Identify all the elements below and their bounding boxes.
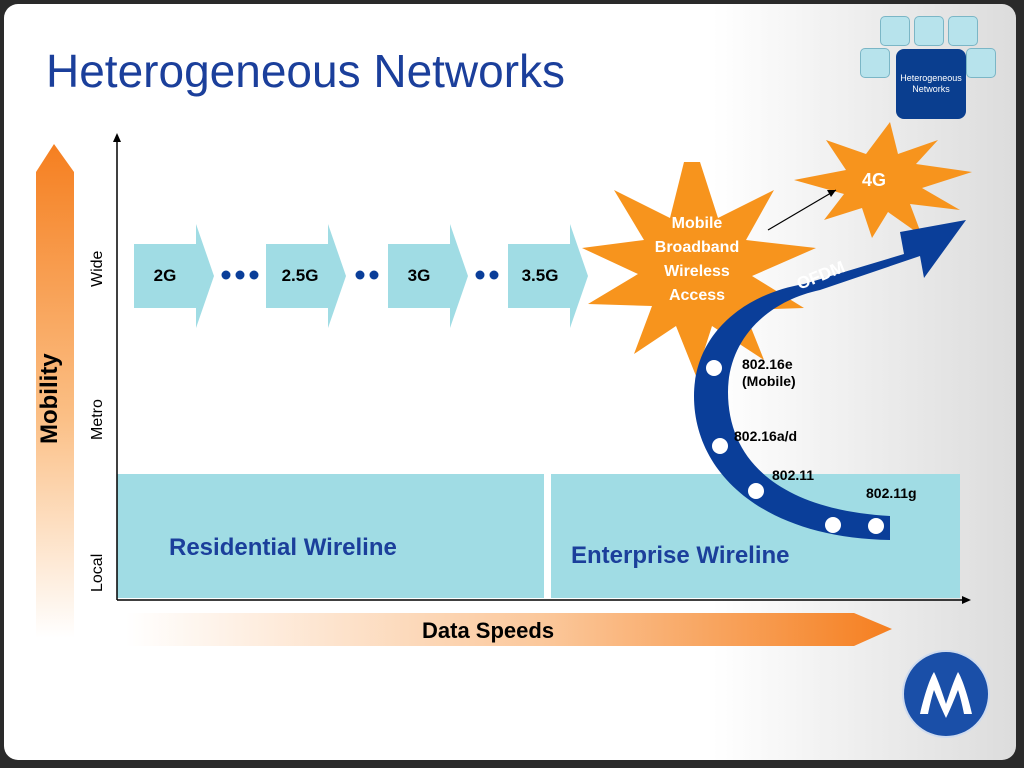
mbwa-label: Mobile Broadband Wireless Access	[632, 212, 762, 308]
motorola-logo	[902, 650, 990, 738]
std-80216ad: 802.16a/d	[734, 428, 798, 444]
slide: Heterogeneous Networks Heterogeneous Net…	[4, 4, 1016, 760]
logo-box: Heterogeneous Networks	[896, 49, 966, 119]
data-speeds-arrow	[126, 613, 892, 646]
4g-label: 4G	[862, 170, 887, 190]
logo-tile	[880, 16, 910, 46]
mbwa-label-line1: Mobile	[671, 215, 723, 232]
page-title: Heterogeneous Networks	[46, 45, 566, 97]
mbwa-label-line3: Wireless	[664, 263, 730, 280]
std-80211g: 802.11g	[866, 485, 917, 501]
ofdm-arrow	[694, 220, 966, 540]
gen-label-3g: 3G	[407, 266, 431, 285]
std-80211: 802.11	[772, 467, 815, 483]
generation-chevrons	[134, 224, 588, 328]
chevron-2-5g	[266, 224, 346, 328]
x-axis-label: Data Speeds	[422, 618, 555, 643]
logo-tile	[948, 16, 978, 46]
mobility-arrow	[36, 144, 74, 638]
gen-label-2g: 2G	[153, 266, 177, 285]
4g-burst	[794, 122, 972, 238]
mbwa-label-line2: Broadband	[654, 239, 740, 256]
logo-tile	[966, 48, 996, 78]
logo-box-line2: Networks	[912, 84, 950, 94]
motorola-m-icon	[920, 672, 972, 718]
logo-tile	[860, 48, 890, 78]
residential-label: Residential Wireline	[169, 534, 397, 561]
chevron-2g	[134, 224, 214, 328]
ofdm-graphic	[582, 122, 972, 540]
std-80216e-line2: (Mobile)	[742, 373, 796, 389]
chevron-3-5g	[508, 224, 588, 328]
mbwa-label-line4: Access	[668, 287, 726, 304]
std-80216e-line1: 802.16e	[742, 356, 793, 372]
enterprise-label: Enterprise Wireline	[571, 542, 790, 569]
mbwa-burst	[582, 162, 816, 376]
axes	[113, 133, 971, 604]
std-80216e: 802.16e (Mobile)	[742, 356, 796, 390]
logo-tile	[914, 16, 944, 46]
gen-label-2-5g: 2.5G	[281, 266, 319, 285]
chevron-3g	[388, 224, 468, 328]
gen-label-3-5g: 3.5G	[521, 266, 559, 285]
logo-box-line1: Heterogeneous	[900, 73, 962, 83]
residential-zone	[117, 474, 544, 598]
